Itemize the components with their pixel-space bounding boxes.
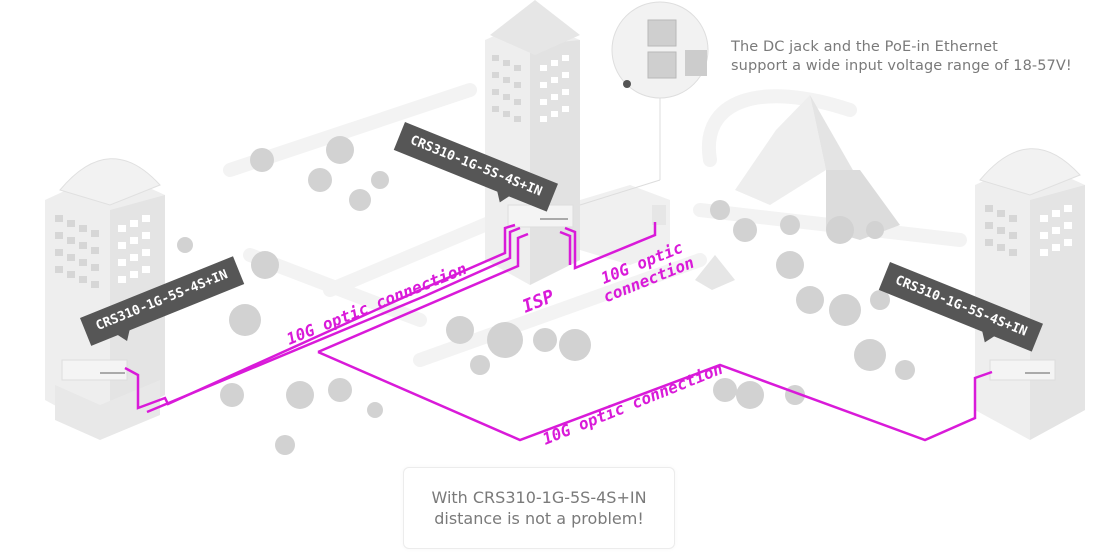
switch-device-left [61, 359, 128, 381]
port-closeup [579, 1, 709, 206]
link-right [564, 222, 657, 270]
caption-line-1: With CRS310-1G-5S-4S+IN [431, 488, 647, 507]
link-right-2 [559, 230, 572, 265]
voltage-callout: The DC jack and the PoE-in Ethernet supp… [731, 38, 1072, 76]
switch-device-right [989, 359, 1056, 381]
right-building [975, 148, 1085, 440]
link-bottom [317, 350, 993, 442]
callout-line-1: The DC jack and the PoE-in Ethernet [731, 39, 998, 55]
link-isp [317, 232, 529, 354]
caption-box: With CRS310-1G-5S-4S+IN distance is not … [403, 467, 675, 549]
middle-building [485, 0, 670, 285]
callout-line-2: support a wide input voltage range of 18… [731, 58, 1072, 74]
optic-links [124, 222, 993, 442]
server-rack-icon [652, 205, 666, 225]
link-left-2 [146, 226, 521, 414]
trees [177, 136, 915, 455]
caption-line-2: distance is not a problem! [434, 509, 644, 528]
